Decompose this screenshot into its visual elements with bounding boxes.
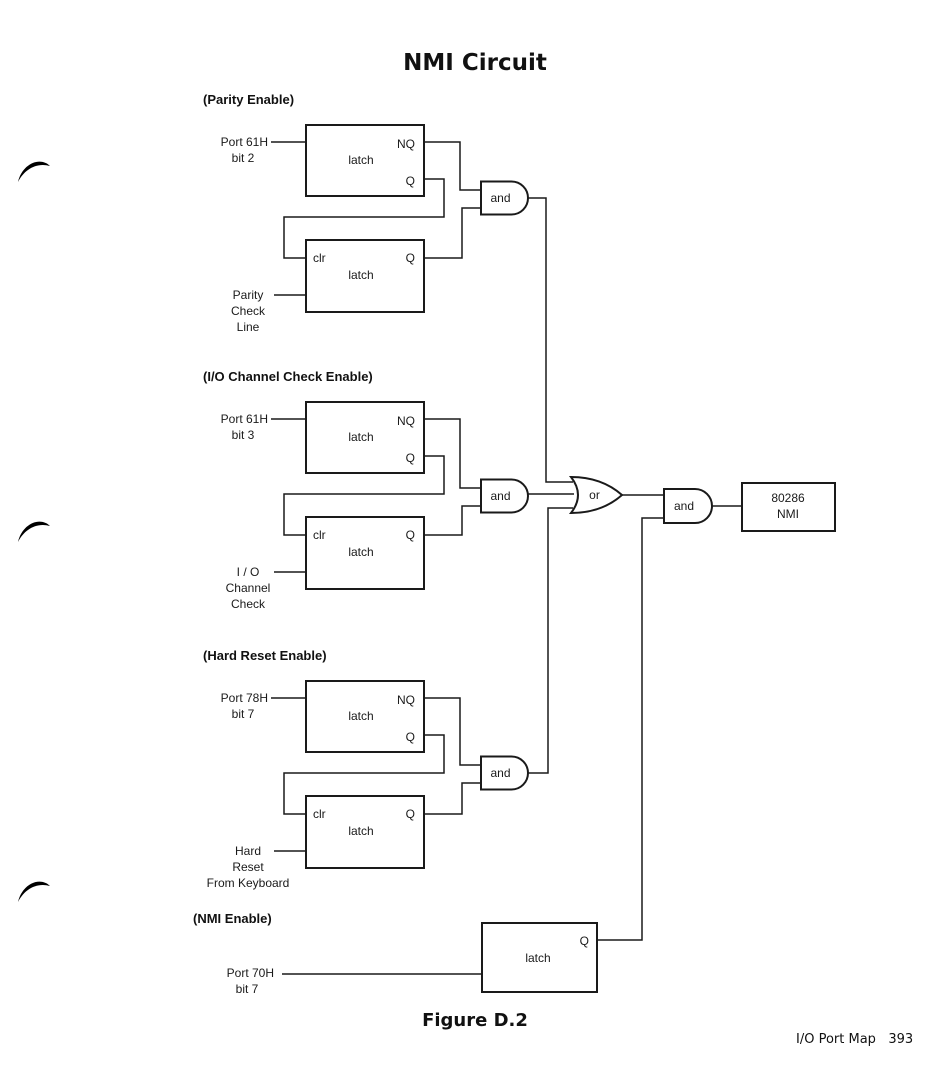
and1-to-or-wire [528,197,573,483]
latch-label: latch [348,268,373,282]
latch-label: latch [348,709,373,723]
q-to-and-wire [424,207,481,259]
check-line-label: Check [231,304,266,318]
and3-to-or-wire [528,507,573,774]
port-label: Port 78H [221,691,268,705]
and-gate-label: and [490,191,510,205]
latch-label: latch [525,951,550,965]
clr-pin-label: clr [313,251,326,265]
nq-to-and-wire [424,141,481,191]
feedback-wire [283,178,445,259]
q-pin-label: Q [406,174,415,188]
check-line-label: Line [237,320,260,334]
latch-box [305,680,425,753]
check-line-label: Reset [232,860,264,874]
check-line-label: Check [231,597,266,611]
q-pin-label: Q [580,934,589,948]
check-line-label: From Keyboard [207,876,290,890]
bit-label: bit 7 [236,982,259,996]
port-label: Port 70H [227,966,274,980]
binder-mark-0 [18,161,50,182]
clr-pin-label: clr [313,528,326,542]
section-heading: (Hard Reset Enable) [203,648,327,663]
page-footer: I/O Port Map 393 [796,1032,913,1047]
clr-latch-box [305,516,425,590]
nq-pin-label: NQ [397,693,415,707]
latch-label: latch [348,430,373,444]
and-gate-label: and [674,499,694,513]
nmi-latch-box [481,922,598,993]
output-label: 80286 [771,491,805,505]
q-to-and-wire [424,782,481,815]
nq-to-and-wire [424,418,481,489]
page-title: NMI Circuit [403,50,547,76]
latch-box [305,124,425,197]
latch-box [305,401,425,474]
feedback-wire [283,455,445,536]
q-pin-label: Q [406,807,415,821]
section-heading: (Parity Enable) [203,92,294,107]
bit-label: bit 7 [232,707,255,721]
latch-label: latch [348,545,373,559]
clr-latch-box [305,239,425,313]
check-line-label: Parity [233,288,264,302]
and-gate [480,180,529,216]
output-box [741,482,836,532]
page-number: 393 [888,1032,914,1047]
q-pin-label: Q [406,451,415,465]
latch-label: latch [348,824,373,838]
components [305,124,836,993]
and-gate [480,478,529,514]
binder-mark-2 [18,881,50,902]
or-gate-label: or [589,488,600,502]
feedback-wire [283,734,445,815]
wires [271,141,742,975]
q-pin-label: Q [406,251,415,265]
output-label: NMI [777,507,799,521]
bit-label: bit 2 [232,151,255,165]
figure-caption: Figure D.2 [422,1010,528,1031]
and-gate-label: and [490,766,510,780]
clr-pin-label: clr [313,807,326,821]
port-label: Port 61H [221,412,268,426]
nq-to-and-wire [424,697,481,766]
page-margin-marks [18,161,50,902]
nmi-enable-to-and-wire [597,517,664,941]
nmi-enable-heading: (NMI Enable) [193,911,272,926]
q-to-and-wire [424,505,481,536]
check-line-label: I / O [237,565,260,579]
section-heading: (I/O Channel Check Enable) [203,369,373,384]
nq-pin-label: NQ [397,414,415,428]
footer-text: I/O Port Map [796,1032,876,1047]
q-pin-label: Q [406,730,415,744]
or-gate [568,475,624,515]
latch-label: latch [348,153,373,167]
check-line-label: Hard [235,844,261,858]
q-pin-label: Q [406,528,415,542]
clr-latch-box [305,795,425,869]
bit-label: bit 3 [232,428,255,442]
check-line-label: Channel [226,581,271,595]
port-label: Port 61H [221,135,268,149]
and-gate-label: and [490,489,510,503]
nq-pin-label: NQ [397,137,415,151]
and-gate [480,755,529,791]
binder-mark-1 [18,521,50,542]
final-and-gate [663,488,713,524]
